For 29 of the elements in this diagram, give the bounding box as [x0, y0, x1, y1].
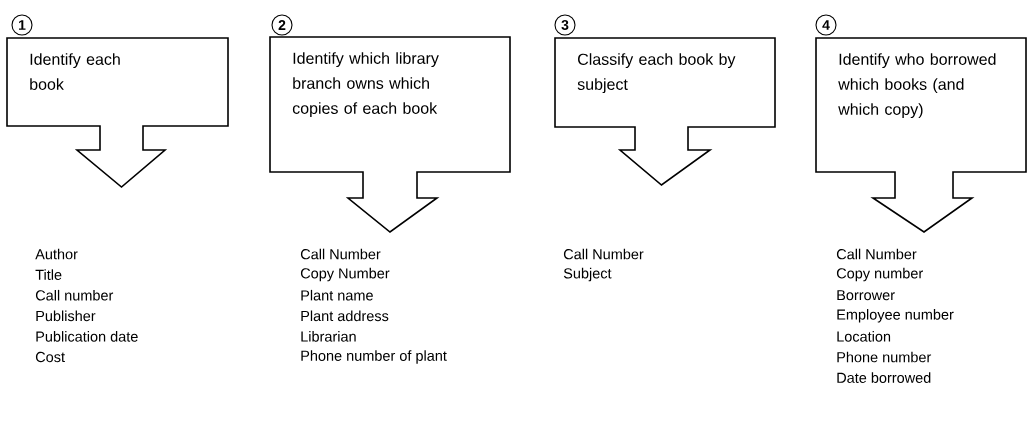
step-number: 3: [554, 14, 576, 36]
attribute-text: Employee number: [837, 309, 954, 323]
arrow-box: Identify each book: [6, 37, 229, 189]
attribute-text: Copy Number: [300, 267, 390, 282]
attribute-text: Call Number: [300, 248, 381, 260]
attribute-text: Publisher: [36, 310, 96, 322]
attribute-text: Title: [35, 269, 62, 280]
step-number: 4: [815, 14, 837, 36]
step-number: 1: [11, 14, 33, 36]
attribute-text: Location: [837, 331, 891, 342]
attribute-text: Date borrowed: [837, 372, 931, 383]
attribute-text: Author: [35, 248, 78, 260]
arrow-box: Identify who borrowed which books (and which copy): [815, 37, 1027, 233]
attribute-text: Plant address: [301, 310, 389, 322]
arrow-box: Identify which library branch owns which copies of each book: [269, 36, 511, 233]
attribute-text: Phone number: [837, 351, 932, 363]
attribute-text: Plant name: [301, 289, 373, 301]
arrow-box: Classify each book by subject: [554, 37, 776, 187]
attribute-text: Copy number: [836, 267, 923, 282]
step-number: 2: [271, 14, 293, 36]
attribute-text: Call Number: [563, 248, 644, 260]
attribute-text: Call number: [35, 289, 114, 301]
attribute-text: Publication date: [36, 331, 138, 342]
attribute-text: Borrower: [837, 290, 895, 301]
attribute-text: Call Number: [836, 248, 917, 260]
attribute-text: Librarian: [301, 331, 356, 342]
attribute-text: Cost: [35, 351, 65, 363]
attribute-text: Phone number of plant: [301, 350, 447, 364]
attribute-text: Subject: [563, 267, 612, 282]
